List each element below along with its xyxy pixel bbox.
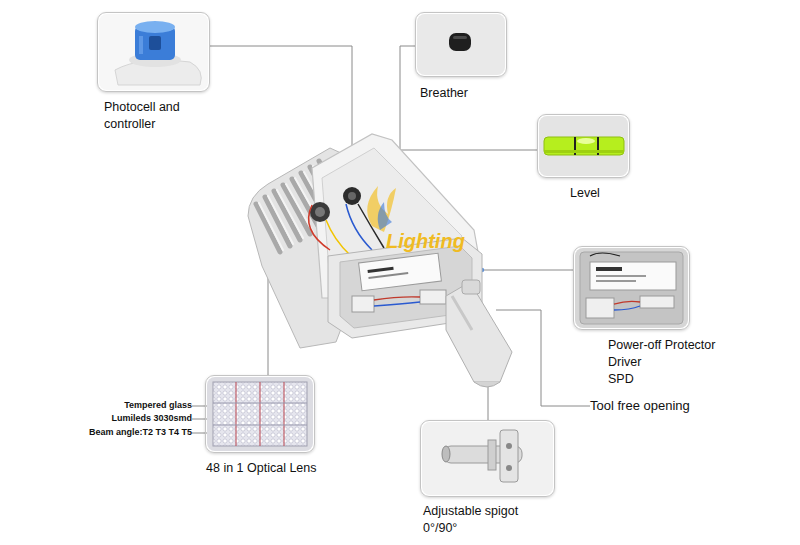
callout-caption: Driver — [608, 354, 758, 371]
breather-photo — [417, 14, 505, 75]
callout-frame: Power-off ProtectorDriverSPD — [573, 246, 690, 330]
callout-caption: Power-off Protector — [608, 337, 758, 354]
callout-frame: 48 in 1 Optical Lens — [205, 375, 315, 453]
callout-caption: Breather — [420, 85, 530, 102]
lens-spec-label: Tempered glass — [70, 400, 192, 410]
caption-group: Photocell and controller — [104, 99, 212, 133]
callout-caption: Level — [570, 185, 660, 202]
spigot-photo — [422, 422, 553, 495]
caption-group: Level — [570, 185, 660, 202]
watermark: Lighting — [386, 230, 496, 253]
callout-caption: 0°/90° — [423, 520, 583, 537]
level-photo — [539, 116, 628, 176]
callout-caption: Adjustable spigot — [423, 503, 583, 520]
callout-frame: Level — [537, 114, 630, 178]
callout-frame: Photocell and controller — [97, 12, 210, 92]
callout-frame: Breather — [415, 12, 507, 77]
photocell-photo — [99, 14, 208, 90]
feature-label: Tool free opening — [590, 398, 740, 413]
callout-caption: Photocell and controller — [104, 99, 212, 133]
caption-group: 48 in 1 Optical Lens — [206, 460, 366, 477]
driver-photo — [575, 248, 688, 328]
lens-spec-label: Lumileds 3030smd — [70, 413, 192, 423]
luminaire — [248, 134, 512, 387]
caption-group: Adjustable spigot0°/90° — [423, 503, 583, 537]
lens-spec-label: Beam angle:T2 T3 T4 T5 — [70, 427, 192, 437]
callout-caption: 48 in 1 Optical Lens — [206, 460, 366, 477]
lens-photo — [207, 377, 313, 451]
caption-group: Breather — [420, 85, 530, 102]
caption-group: Power-off ProtectorDriverSPD — [608, 337, 758, 388]
callout-frame: Adjustable spigot0°/90° — [420, 420, 555, 497]
callout-caption: SPD — [608, 371, 758, 388]
